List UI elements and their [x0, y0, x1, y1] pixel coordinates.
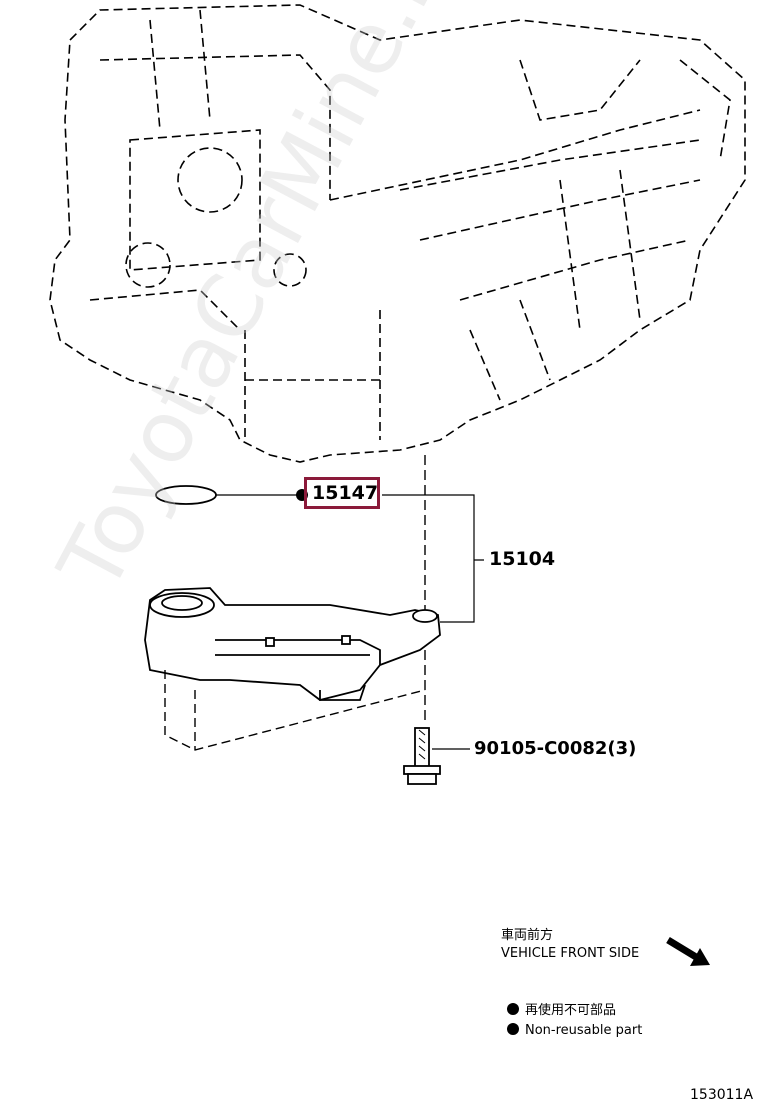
- front-side-en: VEHICLE FRONT SIDE: [501, 946, 640, 961]
- non-reusable-dot-icon: [507, 1023, 519, 1035]
- non-reusable-dot-icon: [507, 1003, 519, 1015]
- part-label-15104[interactable]: 15104: [489, 548, 556, 570]
- part-label-bolt[interactable]: 90105-C0082(3): [474, 738, 637, 759]
- engine-block: [49, 4, 746, 463]
- non-reusable-legend-en: Non-reusable part: [507, 1023, 642, 1037]
- strainer-leader: [382, 494, 484, 623]
- non-reusable-jp-text: 再使用不可部品: [525, 1003, 617, 1018]
- bolt-shape: [403, 727, 441, 785]
- part-label-15147[interactable]: 15147: [312, 482, 379, 504]
- oil-strainer: [144, 587, 441, 701]
- figure-id: 153011A: [690, 1087, 754, 1103]
- strainer-outline: [164, 670, 426, 751]
- front-side-jp: 車両前方: [501, 928, 554, 943]
- non-reusable-en-text: Non-reusable part: [525, 1023, 643, 1038]
- highlight-box: [304, 477, 380, 509]
- non-reusable-legend-jp: 再使用不可部品: [507, 1003, 616, 1017]
- front-arrow-icon: [666, 937, 710, 966]
